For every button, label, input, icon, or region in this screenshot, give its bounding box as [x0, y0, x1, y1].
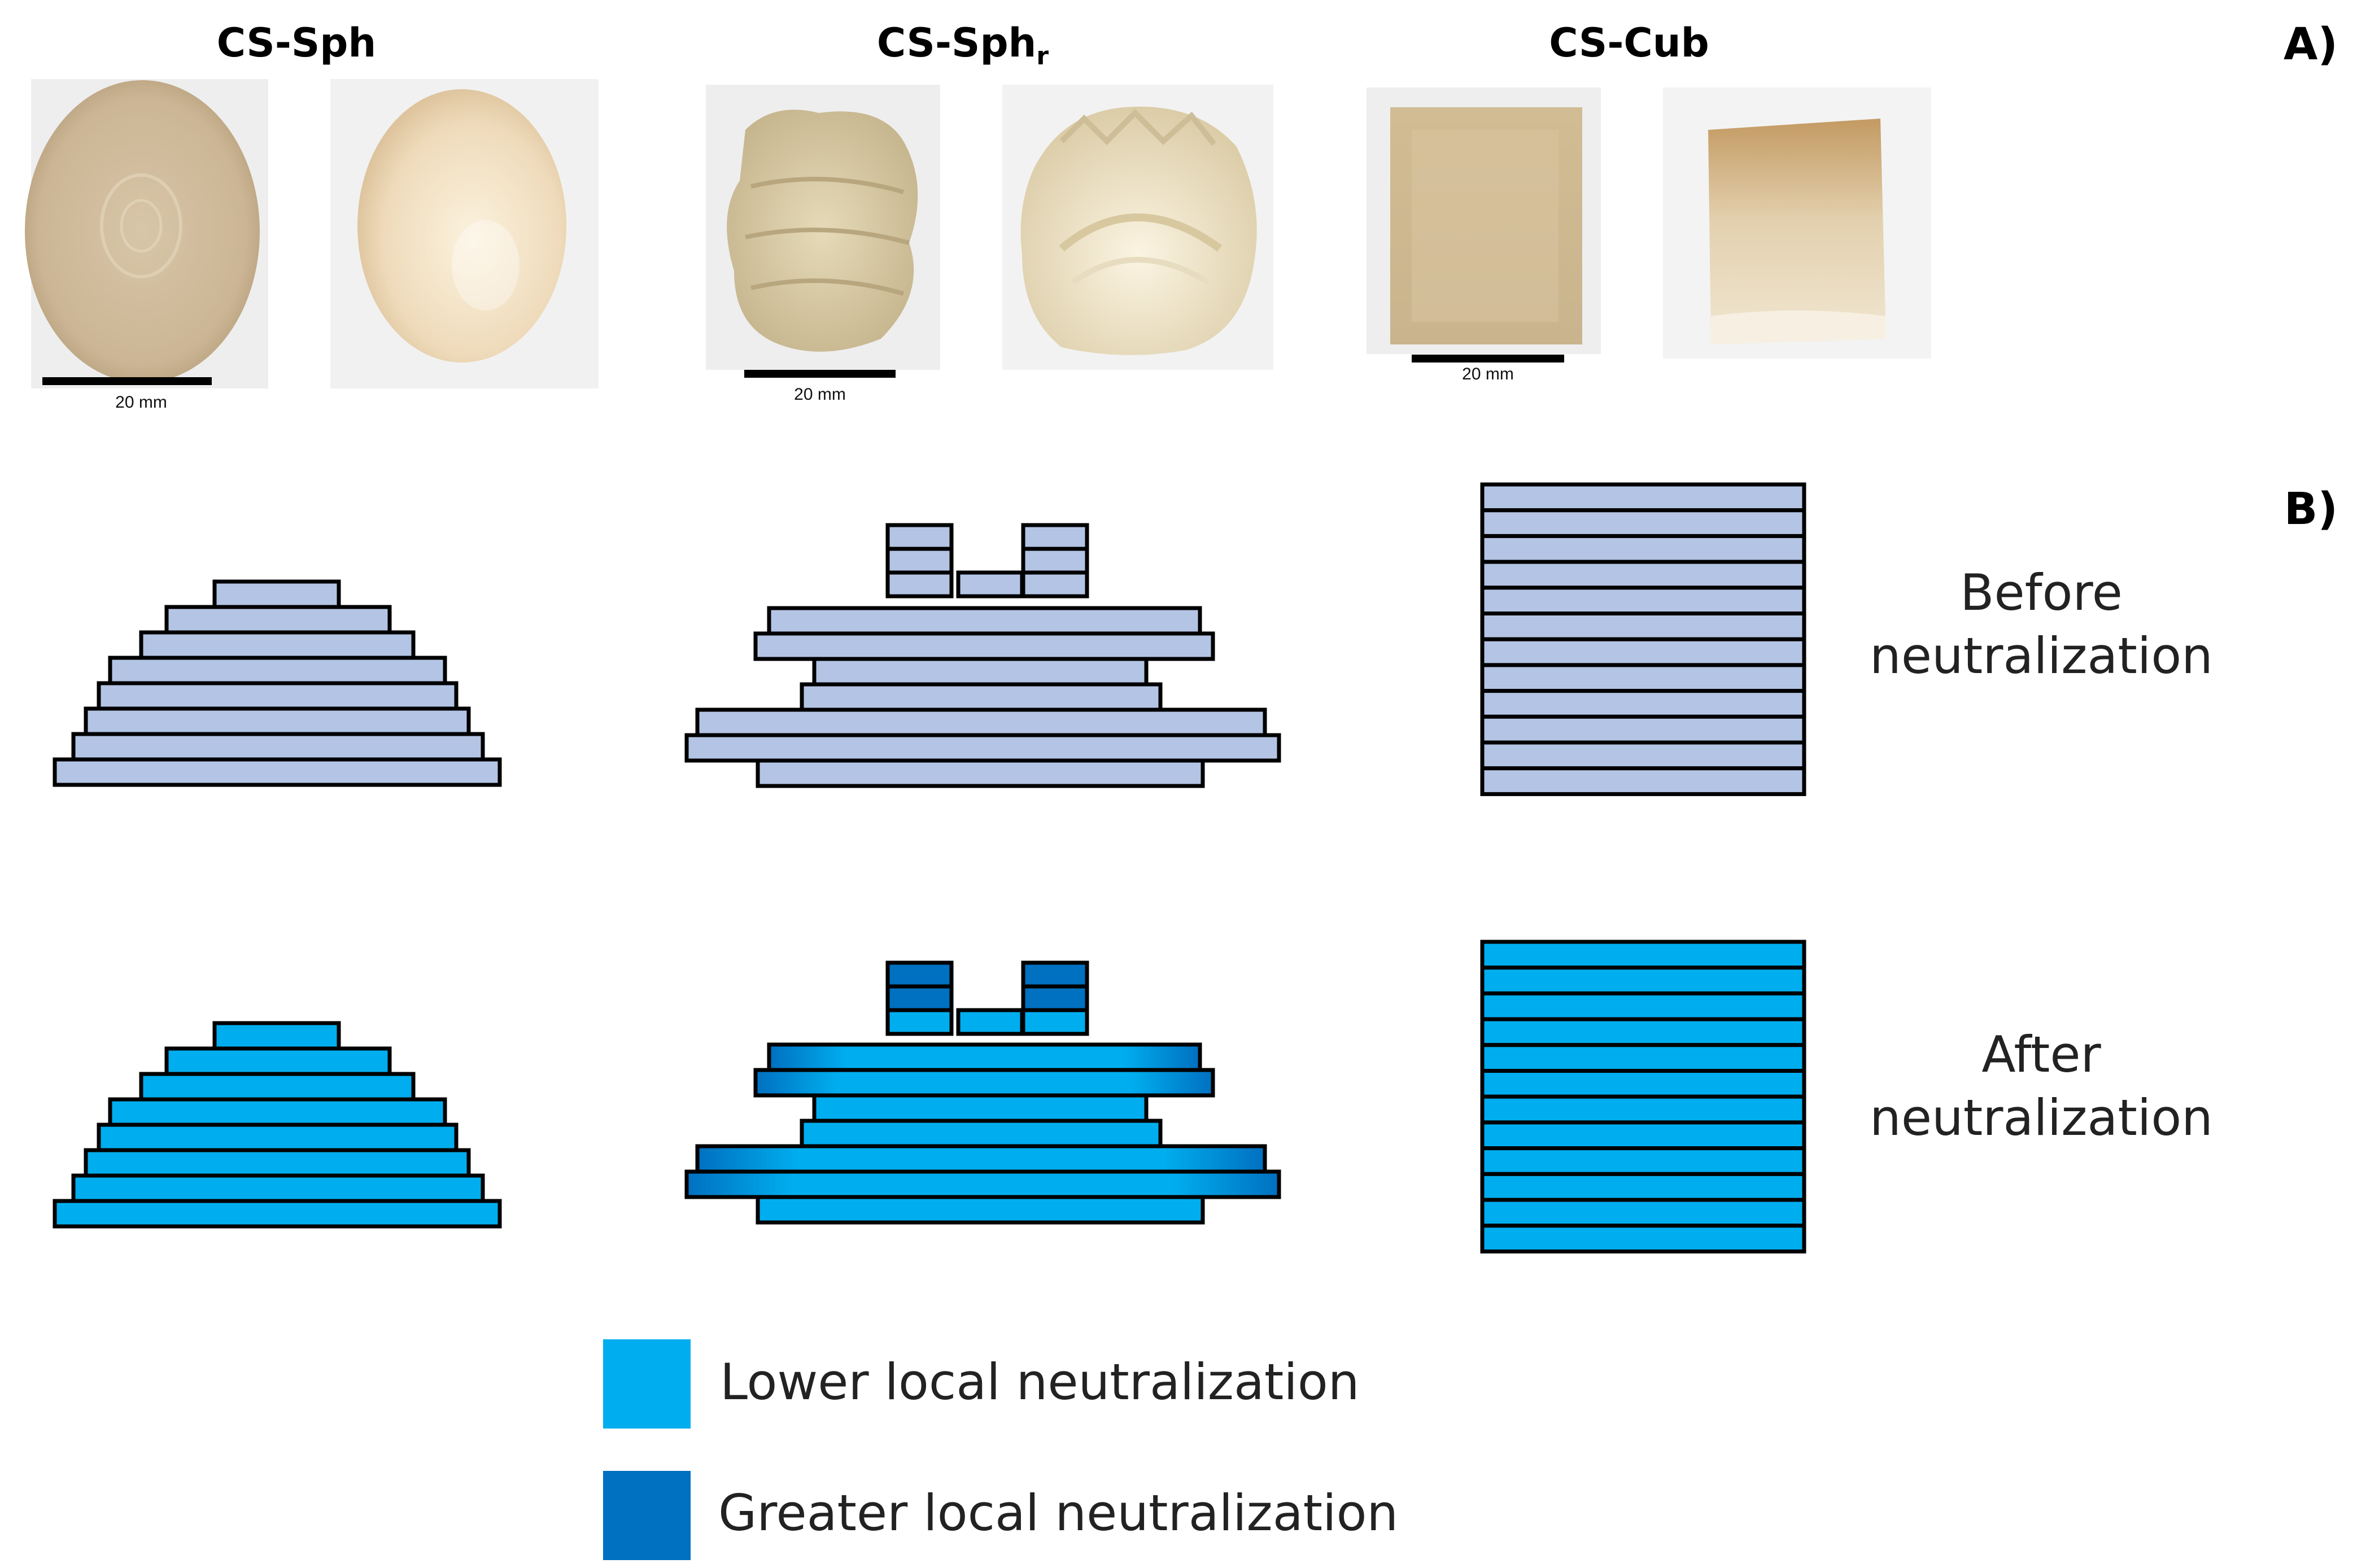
cs-sph-layer-before — [108, 656, 447, 685]
cs-sphr-layer-after — [684, 1169, 1281, 1199]
cs-sphr-layer-after — [756, 1195, 1205, 1225]
cs-sphr-layer-after — [800, 1119, 1163, 1148]
cs-cub-layer-before — [1480, 560, 1806, 590]
cs-cub-layer-after — [1480, 966, 1806, 995]
cs-sphr-bump-after — [885, 1008, 954, 1036]
legend-label-lower: Lower local neutralization — [720, 1353, 1359, 1411]
sample-title-cs-cub: CS-Cub — [1549, 20, 1709, 66]
cs-cub-layer-after — [1480, 1120, 1806, 1151]
cs-sph-layer-after — [97, 1123, 459, 1152]
scale-bar — [42, 377, 212, 385]
cs-sph-layer-after — [164, 1046, 392, 1076]
cs-sphr-layer-before — [812, 657, 1149, 687]
cs-sph-layer-before — [97, 681, 459, 711]
cs-sphr-bump-after — [1021, 984, 1089, 1012]
photo-cs-sphr-side — [1002, 85, 1273, 370]
cs-cub-layer-after — [1480, 1224, 1806, 1253]
scale-bar-label-3: 20 mm — [1462, 365, 1514, 383]
cs-cub-layer-after — [1480, 1043, 1806, 1073]
photo-cs-sph-top — [25, 79, 268, 388]
cs-sph-layer-after — [212, 1021, 341, 1051]
cs-sphr-layer-after — [767, 1042, 1202, 1072]
sample-titles: CS-Sph CS-Sphr CS-Cub — [217, 20, 1709, 71]
layer-diagrams — [53, 482, 1806, 1253]
photo-cs-sph-side — [330, 79, 599, 388]
cs-sph-layer-after — [53, 1199, 502, 1229]
legend: Lower local neutralization Greater local… — [603, 1339, 1398, 1560]
before-line-2: neutralization — [1870, 627, 2213, 685]
cs-sphr-layer-before — [684, 733, 1281, 763]
cs-cub-layer-before — [1480, 714, 1806, 745]
cs-sph-layer-before — [53, 757, 502, 787]
scale-bar-label-1: 20 mm — [115, 393, 167, 412]
panel-label-b: B) — [2284, 484, 2338, 535]
cs-cub-layer-after — [1480, 940, 1806, 970]
cs-sph-layer-after — [71, 1173, 485, 1203]
photo-cs-sphr-top — [706, 85, 940, 378]
cs-cub-layer-before — [1480, 663, 1806, 693]
cs-cub-layer-before — [1480, 534, 1806, 564]
cs-cub-layer-after — [1480, 1017, 1806, 1047]
cs-sph-layer-before — [212, 579, 341, 609]
photo-cs-cub-top — [1367, 88, 1601, 362]
cs-sphr-layer-before — [756, 758, 1205, 788]
label-before-neutralization: Before neutralization — [1870, 564, 2213, 685]
cs-sphr-layer-after — [695, 1144, 1267, 1174]
legend-swatch-greater — [603, 1471, 691, 1560]
photo-cs-cub-side — [1663, 88, 1931, 359]
cs-sph-layer-after — [139, 1072, 416, 1102]
cs-sphr-layer-after — [812, 1093, 1149, 1123]
cs-cub-layer-after — [1480, 1069, 1806, 1099]
cs-sphr-layer-before — [800, 682, 1163, 712]
cs-sph-layer-after — [108, 1097, 447, 1127]
cs-sph-layer-before — [84, 706, 471, 736]
cs-sphr-bump-before — [1021, 547, 1089, 575]
panel-label-a: A) — [2284, 19, 2338, 70]
cs-sph-layer-before — [164, 605, 392, 635]
cs-sph-layer-before — [139, 630, 416, 660]
cs-cub-layer-after — [1480, 1094, 1806, 1125]
cs-sph-layer-after — [84, 1148, 471, 1178]
cs-cub-layer-before — [1480, 482, 1806, 513]
cs-sphr-layer-after — [753, 1068, 1215, 1098]
cs-cub-layer-before — [1480, 586, 1806, 616]
cs-sphr-bump-before — [956, 570, 1024, 599]
legend-swatch-lower — [603, 1339, 691, 1429]
cs-cub-layer-after — [1480, 1198, 1806, 1228]
cs-cub-layer-after — [1480, 991, 1806, 1021]
cs-sphr-bump-after — [956, 1008, 1024, 1036]
cs-cub-layer-before — [1480, 740, 1806, 771]
cs-cub-layer-after — [1480, 1146, 1806, 1176]
cs-cub-layer-after — [1480, 1172, 1806, 1202]
label-after-neutralization: After neutralization — [1870, 1025, 2213, 1147]
cs-sphr-bump-before — [885, 570, 954, 599]
cs-cub-layer-before — [1480, 637, 1806, 667]
cs-cub-layer-before — [1480, 612, 1806, 641]
sample-title-cs-sph: CS-Sph — [217, 20, 377, 66]
cs-sphr-bump-after — [885, 960, 954, 989]
cs-cub-layer-before — [1480, 766, 1806, 796]
cs-cub-layer-before — [1480, 508, 1806, 538]
cs-sphr-bump-after — [1021, 960, 1089, 989]
cs-sphr-bump-before — [885, 523, 954, 551]
after-line-2: neutralization — [1870, 1089, 2213, 1147]
before-line-1: Before — [1960, 564, 2123, 622]
sample-title-cs-sphr: CS-Sphr — [877, 20, 1049, 71]
after-line-1: After — [1981, 1025, 2101, 1084]
scale-bar — [1412, 355, 1564, 362]
cs-sph-layer-before — [71, 732, 485, 762]
cs-sphr-bump-before — [1021, 570, 1089, 599]
cs-sphr-bump-after — [1021, 1008, 1089, 1036]
scale-bar-label-2: 20 mm — [794, 385, 846, 404]
cs-sphr-bump-before — [1021, 523, 1089, 551]
legend-label-greater: Greater local neutralization — [718, 1484, 1398, 1542]
cs-sphr-layer-before — [753, 631, 1215, 661]
cs-sphr-bump-before — [885, 547, 954, 575]
cs-cub-layer-before — [1480, 689, 1806, 719]
cs-sphr-layer-before — [695, 707, 1267, 737]
cs-sphr-bump-after — [885, 984, 954, 1012]
cs-sphr-layer-before — [767, 606, 1202, 636]
scale-bar — [744, 370, 896, 378]
